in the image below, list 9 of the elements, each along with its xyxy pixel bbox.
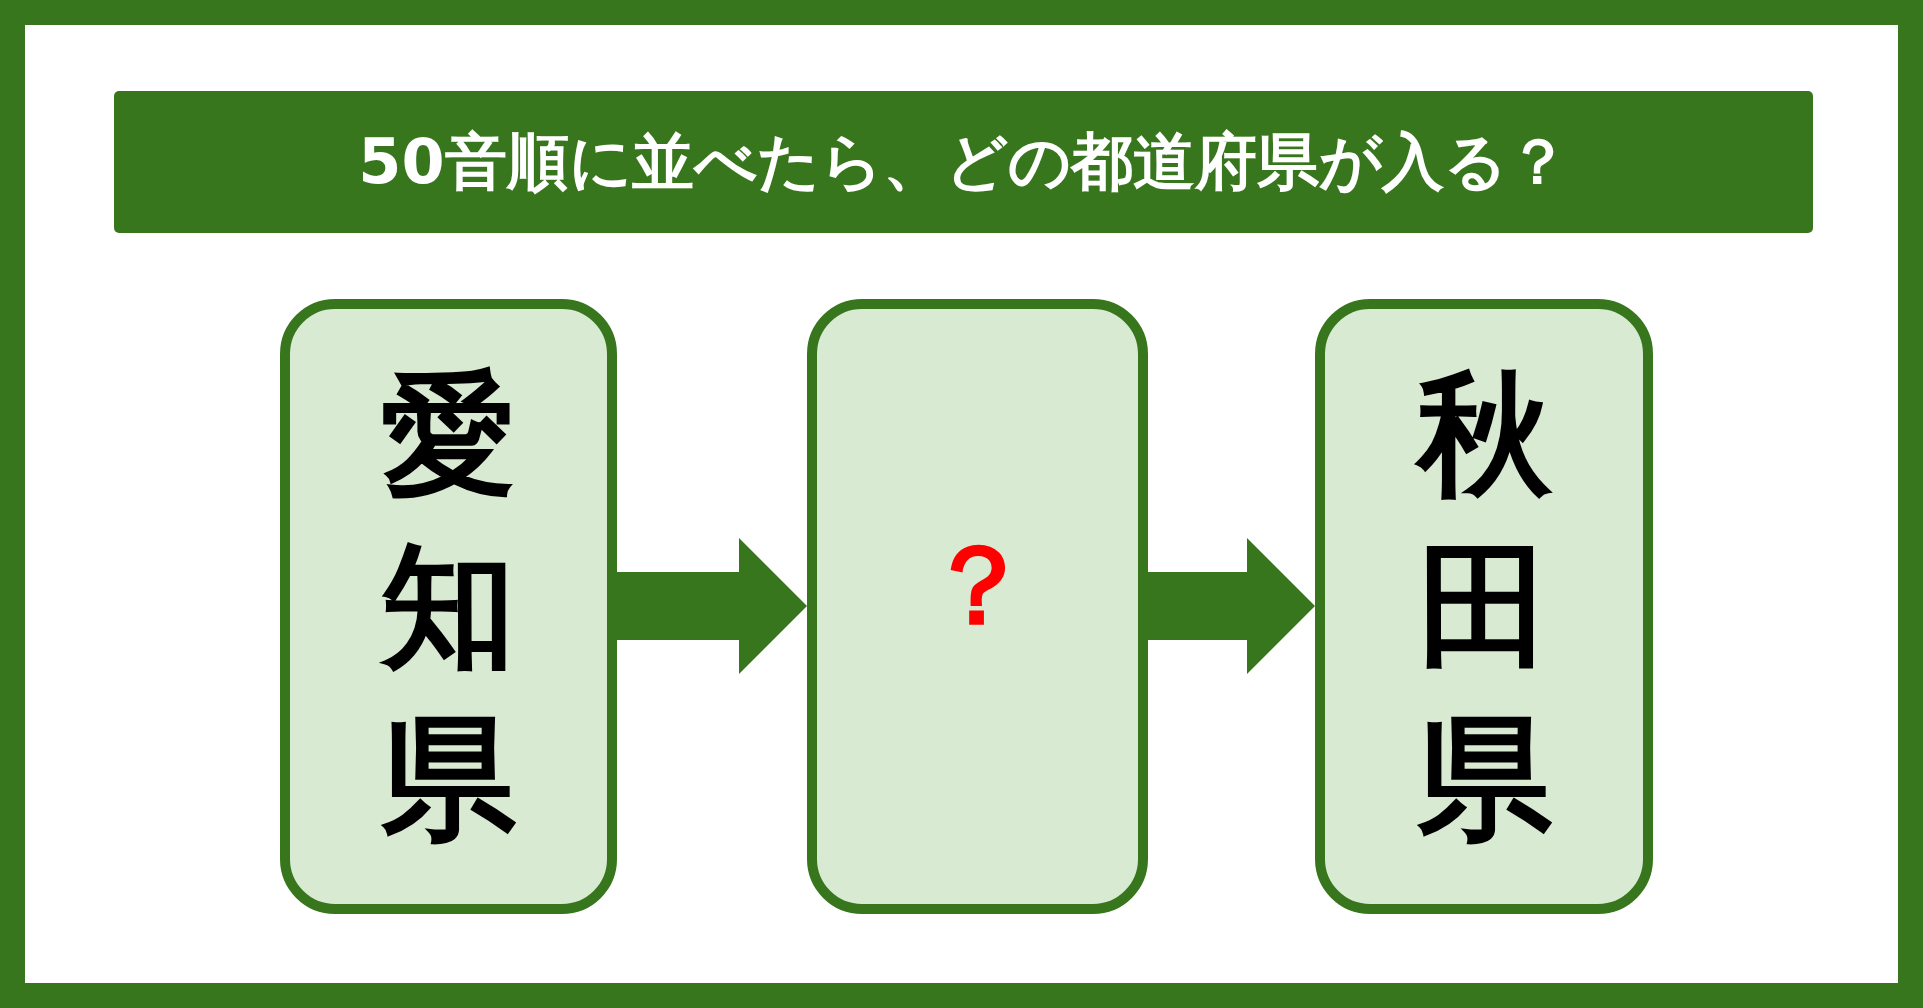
rounded-box: [1315, 299, 1653, 914]
question-mark: ？: [922, 520, 1033, 651]
rounded-box: [280, 299, 617, 914]
prefecture-name: 愛知県: [378, 354, 517, 859]
rounded-box: [807, 299, 1148, 914]
prefecture-name: 秋田県: [1413, 354, 1554, 859]
title-text: 50音順に並べたら、どの都道府県が入る？: [358, 124, 1569, 200]
block-arrow: [1148, 538, 1315, 674]
block-arrow: [617, 538, 807, 674]
